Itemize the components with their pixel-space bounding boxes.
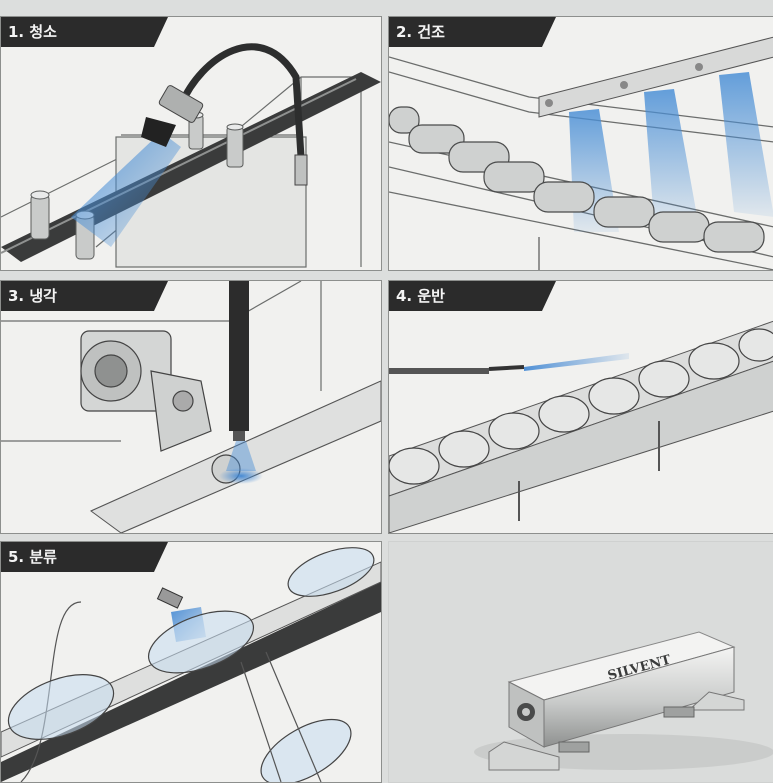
step-label-sorting: 5. 분류 [1,542,168,572]
cooling-nozzle [229,281,249,441]
step-label-cleaning: 1. 청소 [1,17,168,47]
sorting-illustration [1,547,381,782]
nozzle-teeth [558,706,695,753]
sorting-nozzle [156,587,184,609]
step-label-drying: 2. 건조 [389,17,556,47]
cooling-illustration [1,281,381,533]
cleaning-illustration [1,43,381,268]
bottle-row [7,547,375,782]
product-row [389,328,773,485]
air-jet [524,353,629,371]
step-panel-conveying: 4. 운반 [388,280,773,534]
step-label-conveying: 4. 운반 [389,281,556,311]
step-label-cooling: 3. 냉각 [1,281,168,311]
air-spot [219,468,263,484]
conveying-illustration [389,320,773,533]
air-knife-bar [538,36,773,118]
air-nozzle [141,85,204,147]
step-panel-cleaning: 1. 청소 [0,16,382,271]
step-panel-sorting: 5. 분류 [0,541,382,783]
step-panel-drying: 2. 건조 [388,16,773,271]
step-panel-cooling: 3. 냉각 [0,280,382,534]
motor-assembly [80,330,241,484]
air-knife-product: SILVENT [474,631,773,771]
air-hose [177,43,305,158]
air-stream [71,132,181,247]
product-photo-panel: SILVENT [388,541,773,783]
drying-illustration [389,36,773,270]
roller-row [389,106,765,253]
